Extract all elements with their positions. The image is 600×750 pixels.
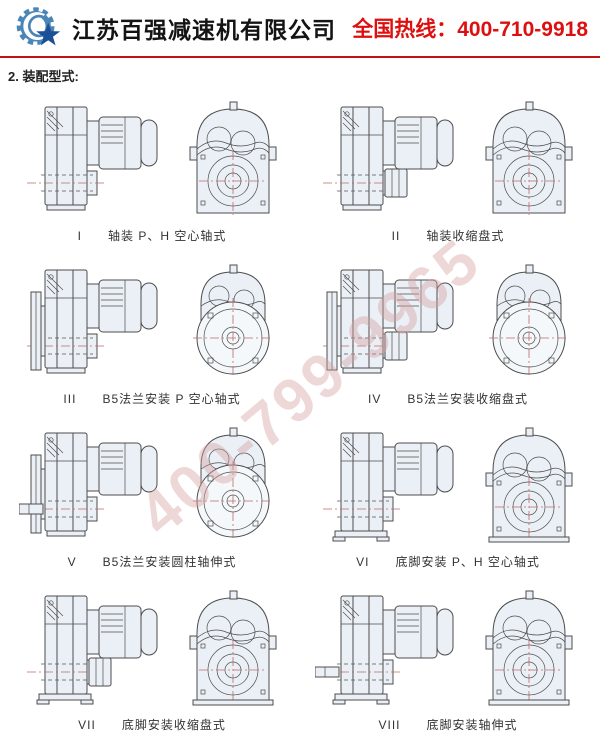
figure-caption: 轴装收缩盘式: [426, 229, 505, 243]
figure-caption-row: I 轴装 P、H 空心轴式: [16, 227, 288, 247]
figure-caption: B5法兰安装圆柱轴伸式: [102, 555, 237, 569]
figure-caption: 底脚安装轴伸式: [426, 718, 518, 732]
figure-drawings: [16, 247, 288, 390]
figure-cell-6: VI 底脚安装 P、H 空心轴式: [312, 410, 584, 573]
front-view-drawing: [192, 427, 274, 541]
hotline-number: 全国热线：400-710-9918: [352, 18, 588, 41]
figure-numeral: II: [391, 229, 401, 243]
figure-drawings: [312, 247, 584, 390]
figure-drawings: [16, 84, 288, 227]
section-title: 2. 装配型式:: [8, 69, 79, 84]
figure-caption-row: VIII 底脚安装轴伸式: [312, 716, 584, 736]
side-view-drawing: [26, 106, 158, 210]
figure-caption: 底脚安装收缩盘式: [121, 718, 226, 732]
figure-cell-3: III B5法兰安装 P 空心轴式: [16, 247, 288, 410]
front-view-drawing: [189, 590, 277, 705]
figure-numeral: III: [63, 392, 77, 406]
side-view-drawing: [322, 432, 454, 541]
figure-drawings: [16, 410, 288, 553]
figure-numeral: VIII: [378, 718, 401, 732]
figure-caption-row: VII 底脚安装收缩盘式: [16, 716, 288, 736]
figure-numeral: I: [77, 229, 82, 243]
front-view-drawing: [485, 101, 573, 215]
figure-numeral: VI: [356, 555, 370, 569]
side-view-drawing: [19, 432, 158, 536]
figure-cell-1: I 轴装 P、H 空心轴式: [16, 84, 288, 247]
figure-caption-row: II 轴装收缩盘式: [312, 227, 584, 247]
page-header: 江苏百强减速机有限公司 全国热线：400-710-9918: [0, 0, 600, 58]
figure-drawings: [312, 410, 584, 553]
side-view-drawing: [26, 595, 158, 704]
figure-numeral: IV: [367, 392, 382, 406]
figure-cell-8: VIII 底脚安装轴伸式: [312, 573, 584, 736]
figure-numeral: VII: [78, 718, 96, 732]
figure-drawings: [16, 573, 288, 716]
figure-cell-7: VII 底脚安装收缩盘式: [16, 573, 288, 736]
side-view-drawing: [322, 106, 454, 210]
figure-caption: B5法兰安装 P 空心轴式: [102, 392, 241, 406]
figure-caption: B5法兰安装收缩盘式: [407, 392, 529, 406]
figure-caption-row: III B5法兰安装 P 空心轴式: [16, 390, 288, 410]
figure-caption-row: VI 底脚安装 P、H 空心轴式: [312, 553, 584, 573]
side-view-drawing: [322, 269, 454, 373]
front-view-drawing: [485, 427, 573, 542]
figure-caption-row: IV B5法兰安装收缩盘式: [312, 390, 584, 410]
figure-caption: 轴装 P、H 空心轴式: [108, 229, 227, 243]
front-view-drawing: [192, 264, 274, 378]
figure-caption: 底脚安装 P、H 空心轴式: [395, 555, 540, 569]
company-logo-gear-star-icon: [16, 7, 61, 46]
front-view-drawing: [189, 101, 277, 215]
figure-numeral: V: [67, 555, 77, 569]
figure-drawings: [312, 84, 584, 227]
figure-cell-4: IV B5法兰安装收缩盘式: [312, 247, 584, 410]
company-name: 江苏百强减速机有限公司: [72, 17, 336, 43]
side-view-drawing: [26, 269, 158, 373]
figure-cell-2: II 轴装收缩盘式: [312, 84, 584, 247]
figure-cell-5: V B5法兰安装圆柱轴伸式: [16, 410, 288, 573]
figure-drawings: [312, 573, 584, 716]
front-view-drawing: [485, 590, 573, 705]
assembly-figure-grid: I 轴装 P、H 空心轴式 II 轴装收缩盘式 III B5法兰安装 P 空心轴式 I…: [0, 84, 600, 736]
figure-caption-row: V B5法兰安装圆柱轴伸式: [16, 553, 288, 573]
front-view-drawing: [488, 264, 570, 378]
side-view-drawing: [315, 595, 454, 704]
